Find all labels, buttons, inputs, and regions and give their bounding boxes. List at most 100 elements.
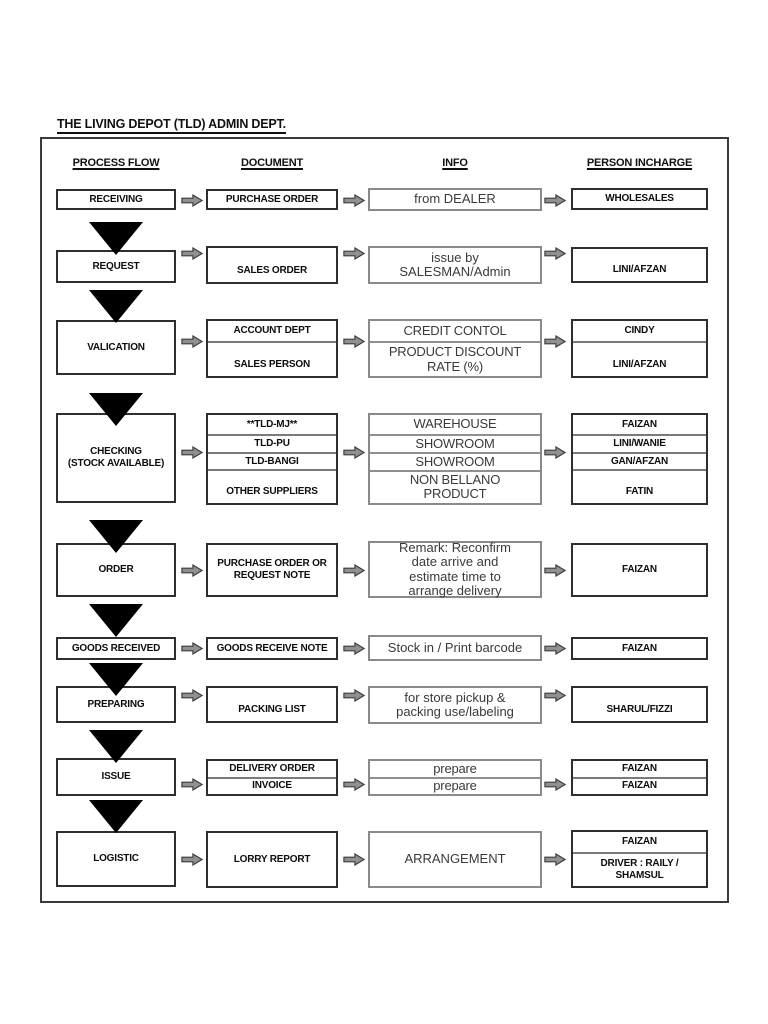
- person-group: FAIZAN DRIVER : RAILY / SHAMSUL: [571, 830, 708, 888]
- document-cell: ACCOUNT DEPT: [233, 325, 311, 337]
- info-group: prepare prepare: [368, 759, 542, 796]
- process-box-request: REQUEST: [56, 250, 176, 283]
- flow-arrow-right-icon: [544, 194, 566, 207]
- flow-arrow-down-icon: [89, 520, 143, 553]
- column-header-document: DOCUMENT: [241, 156, 303, 169]
- flow-arrow-right-icon: [343, 446, 365, 459]
- person-cell: LINI/WANIE: [573, 434, 706, 452]
- process-box-valication: VALICATION: [56, 320, 176, 375]
- flow-arrow-right-icon: [181, 564, 203, 577]
- person-cell: FAIZAN: [622, 835, 657, 847]
- person-box: FAIZAN: [571, 637, 708, 660]
- document-box: PURCHASE ORDER: [206, 189, 338, 210]
- info-box: from DEALER: [368, 188, 542, 211]
- person-box: WHOLESALES: [571, 188, 708, 210]
- flow-arrow-right-icon: [544, 642, 566, 655]
- info-cell: prepare: [370, 776, 540, 794]
- info-group: WAREHOUSE SHOWROOM SHOWROOM NON BELLANO …: [368, 413, 542, 505]
- info-cell: SHOWROOM: [370, 452, 540, 469]
- person-cell: FAIZAN: [573, 776, 706, 794]
- person-cell: FAIZAN: [622, 762, 657, 774]
- document-box: SALES ORDER: [206, 246, 338, 284]
- info-box: issue by SALESMAN/Admin: [368, 246, 542, 284]
- person-box: LINI/AFZAN: [571, 247, 708, 283]
- column-header-info: INFO: [442, 156, 468, 169]
- flow-arrow-right-icon: [544, 853, 566, 866]
- document-cell: TLD-PU: [208, 434, 336, 452]
- flow-arrow-right-icon: [181, 194, 203, 207]
- document-group: **TLD-MJ** TLD-PU TLD-BANGI OTHER SUPPLI…: [206, 413, 338, 505]
- flow-arrow-right-icon: [181, 642, 203, 655]
- flow-arrow-down-icon: [89, 730, 143, 763]
- document-cell: TLD-BANGI: [208, 452, 336, 469]
- document-group: ACCOUNT DEPT SALES PERSON: [206, 319, 338, 378]
- info-cell: PRODUCT DISCOUNT RATE (%): [370, 341, 540, 376]
- flow-arrow-right-icon: [181, 689, 203, 702]
- process-box-checking: CHECKING (STOCK AVAILABLE): [56, 413, 176, 503]
- flow-arrow-right-icon: [181, 853, 203, 866]
- process-box-issue: ISSUE: [56, 758, 176, 796]
- flow-arrow-right-icon: [544, 778, 566, 791]
- column-header-process-flow: PROCESS FLOW: [72, 156, 160, 169]
- document-box: LORRY REPORT: [206, 831, 338, 888]
- info-box: for store pickup & packing use/labeling: [368, 686, 542, 724]
- info-cell: WAREHOUSE: [413, 416, 497, 432]
- person-cell: CINDY: [624, 325, 655, 337]
- flow-arrow-right-icon: [544, 247, 566, 260]
- column-header-person-incharge: PERSON INCHARGE: [586, 156, 693, 169]
- person-cell: DRIVER : RAILY / SHAMSUL: [573, 851, 706, 887]
- flow-arrow-right-icon: [343, 778, 365, 791]
- flow-arrow-right-icon: [343, 642, 365, 655]
- document-cell: **TLD-MJ**: [246, 418, 298, 430]
- flow-arrow-down-icon: [89, 290, 143, 323]
- person-cell: FATIN: [573, 469, 706, 503]
- info-cell: prepare: [433, 760, 477, 776]
- flow-arrow-down-icon: [89, 393, 143, 426]
- info-box: Stock in / Print barcode: [368, 635, 542, 661]
- flow-arrow-down-icon: [89, 222, 143, 255]
- flow-arrow-right-icon: [343, 564, 365, 577]
- person-group: CINDY LINI/AFZAN: [571, 319, 708, 378]
- flow-arrow-right-icon: [343, 689, 365, 702]
- flow-arrow-right-icon: [343, 853, 365, 866]
- flow-arrow-right-icon: [544, 564, 566, 577]
- process-box-goods-received: GOODS RECEIVED: [56, 637, 176, 660]
- document-group: DELIVERY ORDER INVOICE: [206, 759, 338, 796]
- document-box: GOODS RECEIVE NOTE: [206, 637, 338, 660]
- info-box: Remark: Reconfirm date arrive and estima…: [368, 540, 542, 598]
- flow-arrow-right-icon: [343, 335, 365, 348]
- flow-arrow-right-icon: [343, 194, 365, 207]
- flow-arrow-right-icon: [544, 689, 566, 702]
- person-box: FAIZAN: [571, 543, 708, 597]
- flow-arrow-down-icon: [89, 663, 143, 696]
- person-cell: FAIZAN: [622, 418, 657, 430]
- flow-arrow-right-icon: [181, 247, 203, 260]
- person-group: FAIZAN LINI/WANIE GAN/AFZAN FATIN: [571, 413, 708, 505]
- document-cell: INVOICE: [208, 776, 336, 794]
- document-box: PURCHASE ORDER OR REQUEST NOTE: [206, 543, 338, 597]
- person-cell: LINI/AFZAN: [573, 341, 706, 376]
- person-box: SHARUL/FIZZI: [571, 686, 708, 723]
- info-cell: SHOWROOM: [370, 434, 540, 452]
- flow-arrow-right-icon: [181, 778, 203, 791]
- document-cell: OTHER SUPPLIERS: [208, 469, 336, 503]
- flow-arrow-down-icon: [89, 604, 143, 637]
- page-title: THE LIVING DEPOT (TLD) ADMIN DEPT.: [57, 117, 286, 134]
- process-box-receiving: RECEIVING: [56, 189, 176, 210]
- flow-arrow-down-icon: [89, 800, 143, 833]
- flow-arrow-right-icon: [544, 335, 566, 348]
- info-group: CREDIT CONTOL PRODUCT DISCOUNT RATE (%): [368, 319, 542, 378]
- process-box-logistic: LOGISTIC: [56, 831, 176, 887]
- document-box: PACKING LIST: [206, 686, 338, 723]
- flow-arrow-right-icon: [343, 247, 365, 260]
- info-box: ARRANGEMENT: [368, 831, 542, 888]
- document-cell: DELIVERY ORDER: [229, 762, 315, 774]
- flow-arrow-right-icon: [181, 335, 203, 348]
- document-cell: SALES PERSON: [208, 341, 336, 376]
- person-cell: GAN/AFZAN: [573, 452, 706, 469]
- info-cell: CREDIT CONTOL: [403, 322, 507, 338]
- info-cell: NON BELLANO PRODUCT: [370, 469, 540, 503]
- flow-arrow-right-icon: [181, 446, 203, 459]
- person-group: FAIZAN FAIZAN: [571, 759, 708, 796]
